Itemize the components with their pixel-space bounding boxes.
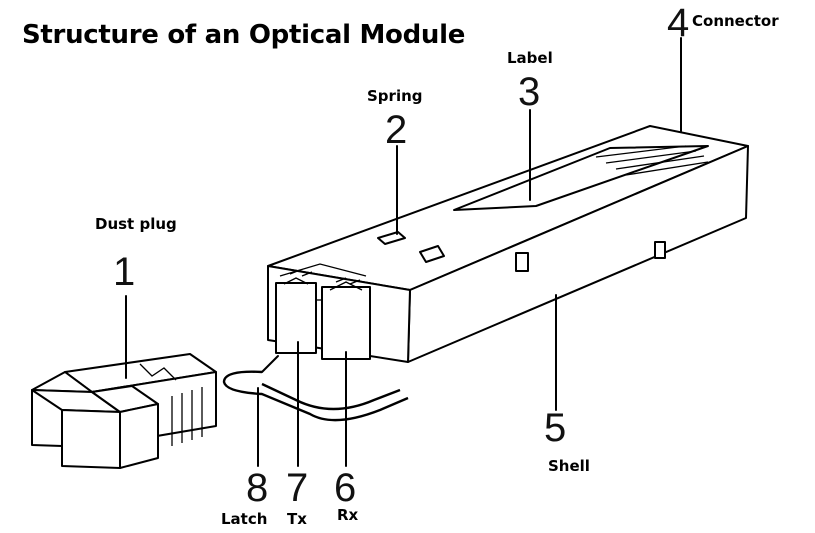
diagram-title: Structure of an Optical Module [22,20,466,50]
part-2-number: 2 [385,108,408,152]
module-shell-drawing [267,125,749,363]
part-4-number: 4 [667,1,690,45]
part-3-number: 3 [518,70,541,114]
latch-drawing [222,355,409,422]
part-7-number: 7 [286,466,309,510]
part-1-label: Dust plug [95,215,177,233]
part-3-label: Label [507,49,553,67]
part-2-label: Spring [367,87,423,105]
part-6-number: 6 [334,466,357,510]
part-4-label: Connector [692,12,779,30]
part-5-number: 5 [544,406,567,450]
part-7-label: Tx [287,510,307,528]
part-1-number: 1 [113,250,136,294]
part-8-label: Latch [221,510,268,528]
part-8-number: 8 [246,466,269,510]
part-6-label: Rx [337,506,359,524]
dust-plug-drawing [31,353,217,469]
part-5-label: Shell [548,457,590,475]
